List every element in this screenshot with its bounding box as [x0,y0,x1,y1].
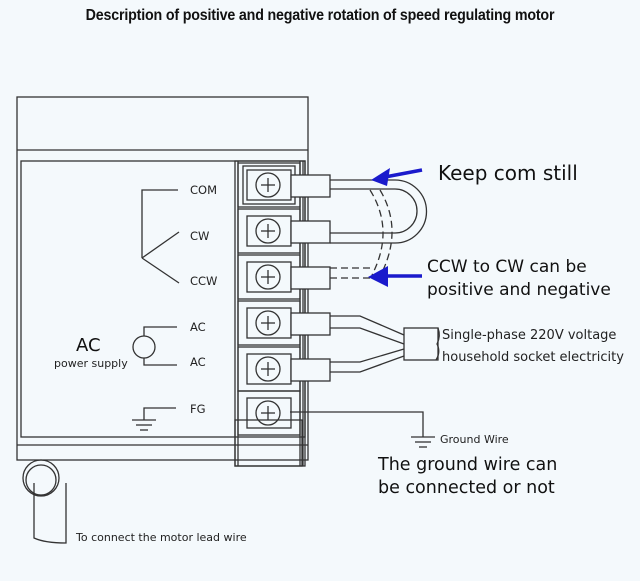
motor-lead-label: To connect the motor lead wire [75,531,247,544]
terminal-ac-3 [237,300,331,346]
wire-lug [290,358,331,382]
supply-note-line1: Single-phase 220V voltage [442,328,616,343]
supply-note-line2: household socket electricity [442,350,624,365]
ground-note-line1: The ground wire can [377,455,557,475]
motor-lead-wire [33,483,67,544]
ac-source-icon [132,335,156,359]
jumper-wire-alt-ccw [330,189,384,279]
screw-icon [255,218,281,244]
ground-wire-label: Ground Wire [440,433,509,446]
terminal-label-ac1: AC [190,320,206,334]
supply-wire-ac2 [330,348,405,373]
supply-wire-ac1 [330,315,405,345]
switch-symbol-com [141,189,178,258]
switch-symbol-ccw [141,257,180,284]
arrow-ccw [368,266,422,287]
screw-icon [255,356,281,382]
controller-housing [16,96,309,461]
terminal-label-fg: FG [190,402,206,416]
wire-lug [290,174,331,198]
ccw-note-line1: CCW to CW can be [427,257,587,277]
fg-ground-icon [143,407,176,420]
ac-power-subheading: power supply [54,357,128,370]
terminal-label-ac2: AC [190,355,206,369]
ground-note-line2: be connected or not [378,478,555,498]
terminal-fg-5 [237,390,301,436]
motor-lead-grommet [22,459,60,497]
ground-wire [290,411,424,437]
arrow-keep-com [371,168,423,186]
terminal-cw-1 [237,208,331,254]
diagram-title: Description of positive and negative rot… [85,7,555,24]
ccw-note-line2: positive and negative [427,280,611,300]
screw-icon [255,264,281,290]
screw-icon [255,310,281,336]
terminal-label-com: COM [190,183,217,197]
wire-lug [290,220,331,244]
terminal-ccw-2 [237,254,331,300]
terminal-label-cw: CW [190,229,209,243]
terminal-ac-4 [237,346,331,392]
terminal-label-ccw: CCW [190,274,217,288]
jumper-wire-com-cw [330,179,428,244]
switch-symbol-cw [141,231,180,259]
terminal-rows [237,162,331,436]
screw-icon [255,400,281,426]
wire-lug [290,312,331,336]
keep-com-note: Keep com still [438,161,578,185]
wire-lug [290,266,331,290]
screw-icon [255,172,281,198]
supply-plug [403,327,439,361]
terminal-com-0 [237,162,331,208]
ac-power-heading: AC [76,335,101,356]
